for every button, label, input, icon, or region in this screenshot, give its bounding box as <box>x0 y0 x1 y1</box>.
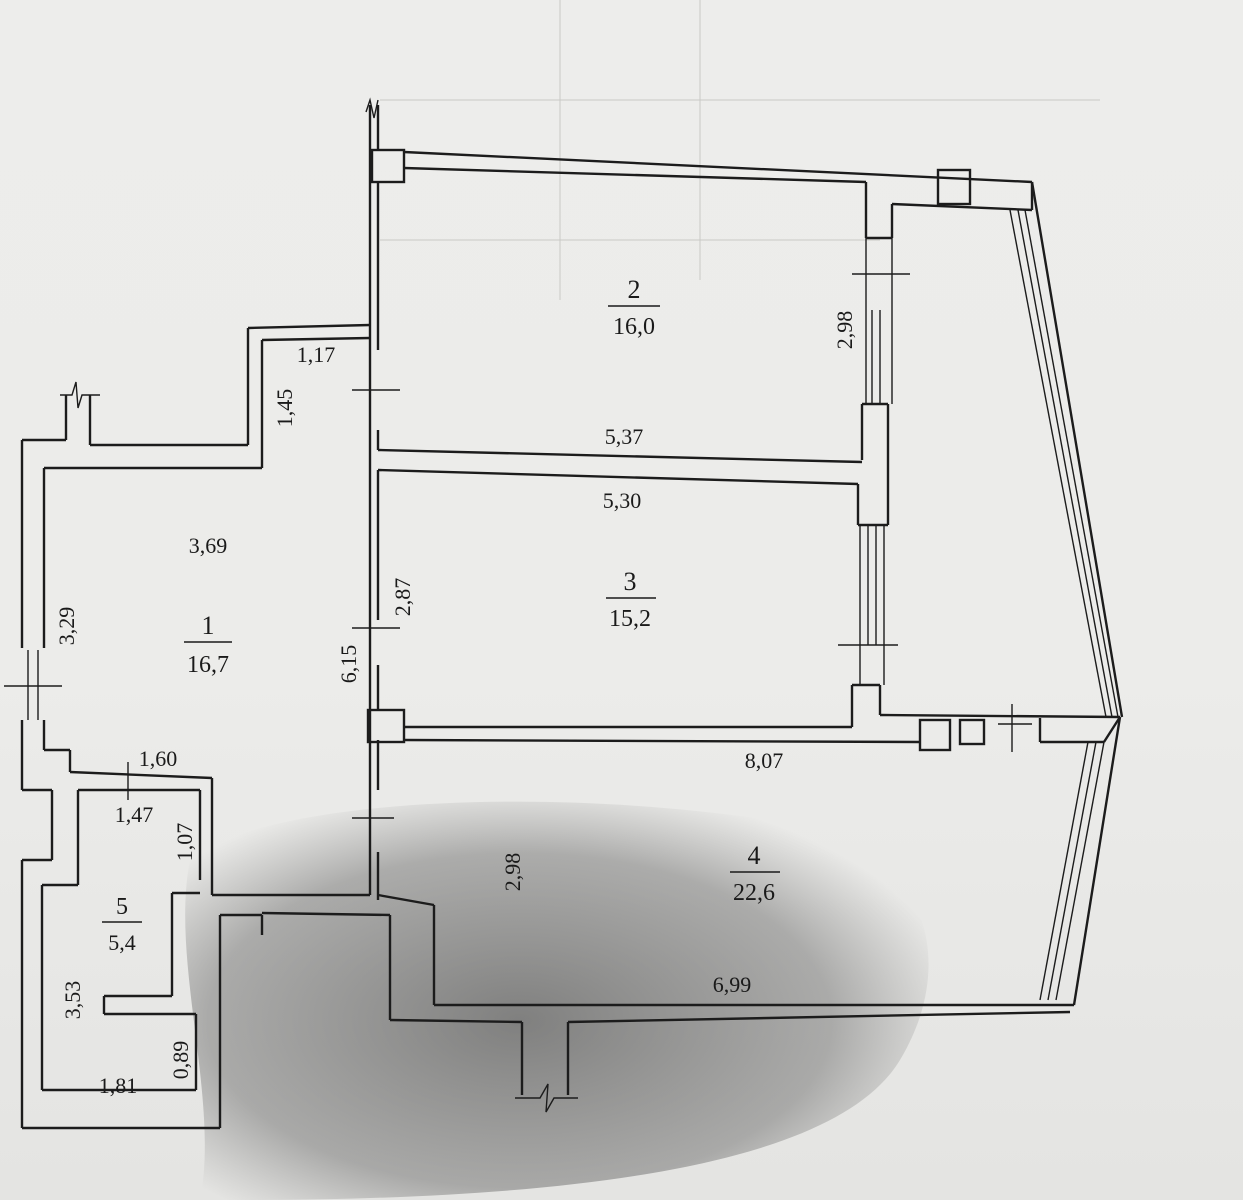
dimension-label: 3,29 <box>54 607 79 646</box>
room-area: 22,6 <box>733 880 775 906</box>
dimension-label: 1,45 <box>272 389 297 428</box>
dimension-label: 1,47 <box>115 802 154 827</box>
dimension-label: 6,15 <box>336 645 361 684</box>
room-area: 16,7 <box>187 652 229 678</box>
dimension-label: 2,98 <box>500 853 525 892</box>
room-4-label: 4 22,6 <box>730 841 780 906</box>
dimension-label: 0,89 <box>168 1041 193 1080</box>
dimension-label: 2,98 <box>832 311 857 350</box>
dimension-label: 5,30 <box>603 488 642 513</box>
room-number: 5 <box>116 894 128 920</box>
room-1-label: 1 16,7 <box>184 611 232 678</box>
room-number: 1 <box>202 611 215 640</box>
dimension-label: 1,17 <box>297 342 336 367</box>
room-5-label: 5 5,4 <box>102 894 142 955</box>
room-number: 4 <box>748 841 761 870</box>
dimension-labels: 1,17 1,45 3,69 3,29 6,15 2,87 5,37 5,30 … <box>54 311 857 1098</box>
room-3-label: 3 15,2 <box>606 567 656 632</box>
dimension-label: 6,99 <box>713 972 752 997</box>
dimension-label: 1,07 <box>172 823 197 862</box>
room-area: 15,2 <box>609 606 651 632</box>
dimension-label: 8,07 <box>745 748 784 773</box>
walls <box>4 97 1124 1130</box>
room-area: 5,4 <box>108 930 136 955</box>
dimension-label: 3,53 <box>60 981 85 1020</box>
dimension-label: 5,37 <box>605 424 644 449</box>
dimension-label: 3,69 <box>189 533 228 558</box>
dimension-label: 1,81 <box>99 1073 138 1098</box>
dimension-label: 2,87 <box>390 578 415 617</box>
dimension-label: 1,60 <box>139 746 178 771</box>
room-labels: 2 16,0 3 15,2 1 16,7 4 22,6 5 5,4 <box>102 275 780 955</box>
room-number: 2 <box>628 275 641 304</box>
room-number: 3 <box>624 567 637 596</box>
hand-shadow <box>185 801 929 1200</box>
room-2-label: 2 16,0 <box>608 275 660 340</box>
room-area: 16,0 <box>613 314 655 340</box>
background-grid <box>380 0 1100 300</box>
